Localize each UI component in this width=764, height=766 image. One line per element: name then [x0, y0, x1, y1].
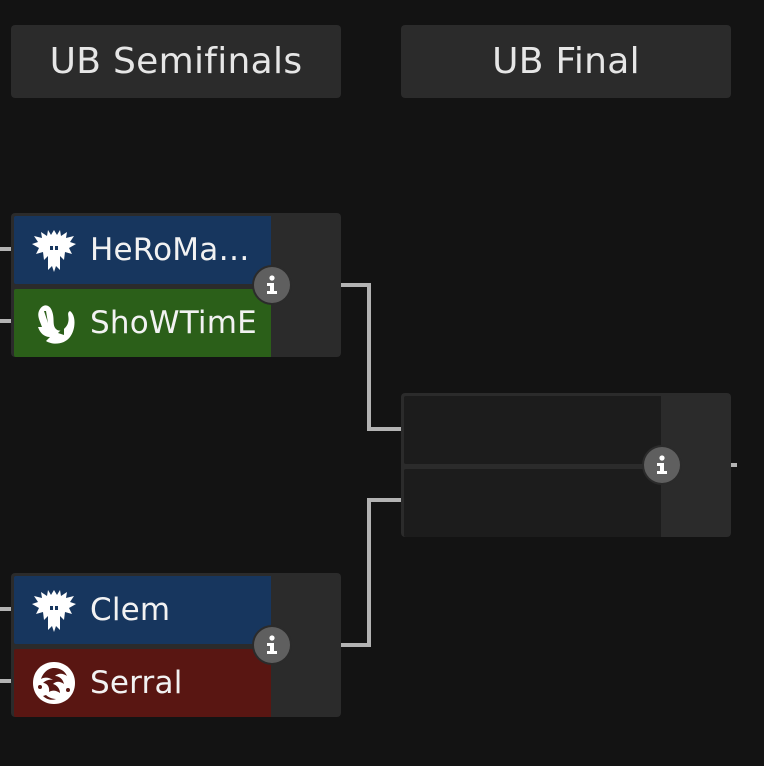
player-name: Clem — [90, 592, 171, 628]
round-header-ub-final: UB Final — [401, 25, 731, 98]
player-slot[interactable]: Serral — [14, 649, 271, 717]
player-name: HeRoMaR… — [90, 232, 270, 268]
round-title: UB Semifinals — [49, 41, 303, 82]
zerg-race-icon — [26, 655, 82, 711]
bracket-connector — [341, 283, 371, 287]
round-title: UB Final — [492, 41, 640, 82]
terran-race-icon — [26, 582, 82, 638]
bracket-connector — [367, 498, 401, 502]
terran-race-icon — [26, 222, 82, 278]
bracket-connector — [341, 643, 371, 647]
info-icon[interactable] — [254, 627, 290, 663]
match-ub-final[interactable] — [401, 393, 731, 537]
player-slot-empty[interactable] — [404, 396, 661, 464]
player-slot[interactable]: HeRoMaR… — [14, 216, 271, 284]
incoming-connector — [0, 319, 11, 323]
match-ub-semifinal-1[interactable]: HeRoMaR… ShoWTimE — [11, 213, 341, 357]
incoming-connector — [0, 247, 11, 251]
incoming-connector — [0, 607, 11, 611]
outgoing-connector — [731, 463, 737, 467]
player-name: Serral — [90, 665, 183, 701]
player-slot[interactable]: ShoWTimE — [14, 289, 271, 357]
info-icon[interactable] — [644, 447, 680, 483]
player-slot[interactable]: Clem — [14, 576, 271, 644]
player-slot-empty[interactable] — [404, 469, 661, 537]
incoming-connector — [0, 679, 11, 683]
protoss-race-icon — [26, 295, 82, 351]
player-name: ShoWTimE — [90, 305, 257, 341]
match-ub-semifinal-2[interactable]: Clem Serral — [11, 573, 341, 717]
bracket-connector — [367, 283, 371, 431]
info-icon[interactable] — [254, 267, 290, 303]
bracket-connector — [367, 498, 371, 647]
round-header-ub-semifinals: UB Semifinals — [11, 25, 341, 98]
bracket-connector — [367, 427, 401, 431]
